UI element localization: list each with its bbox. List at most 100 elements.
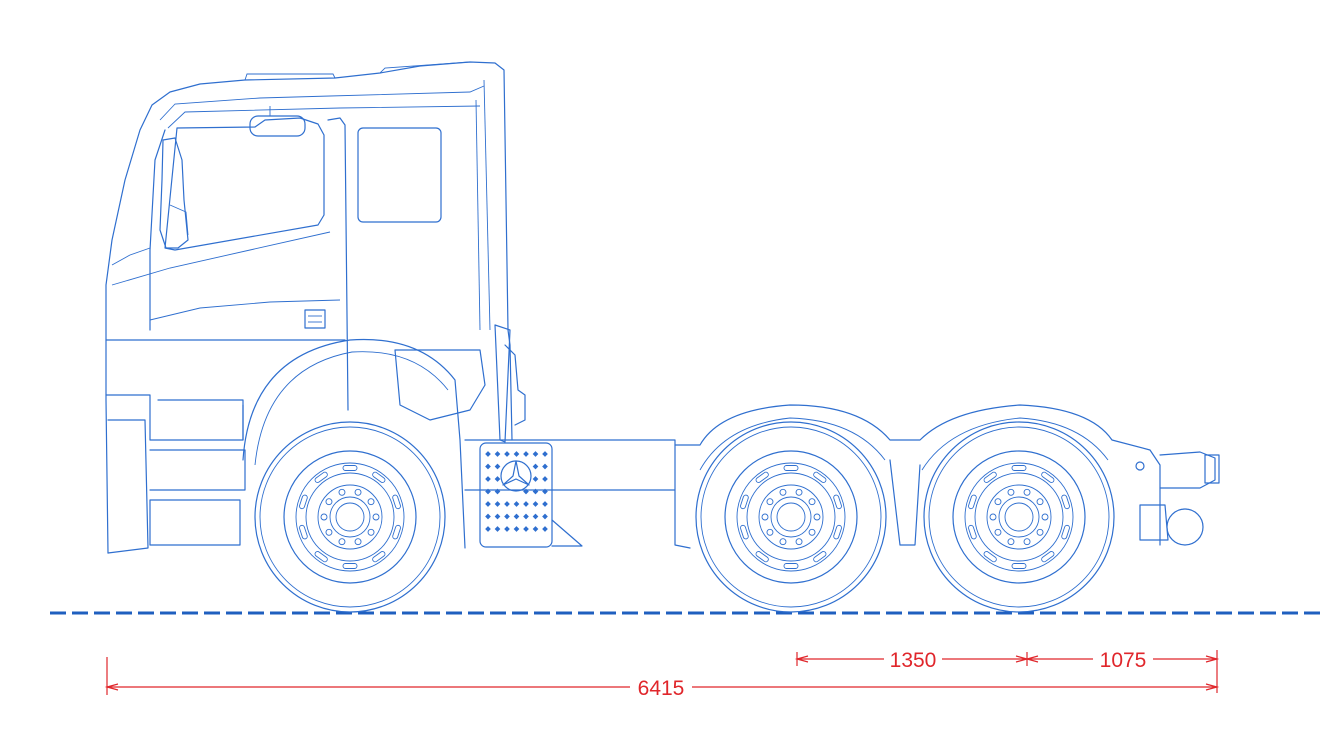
dim-rear-overhang: 1075	[1100, 649, 1147, 672]
vent-dot	[485, 526, 491, 532]
vent-dot	[485, 488, 491, 495]
chassis	[464, 404, 1220, 549]
star-logo-icon	[500, 460, 532, 492]
wheel-stud	[320, 513, 328, 521]
tail-lamp-lens	[1204, 454, 1220, 484]
wheel-ring	[305, 472, 395, 562]
vent-dot	[542, 488, 548, 495]
wheel-stud	[994, 498, 1002, 506]
wheel-stud	[372, 513, 380, 521]
wheel-slot	[983, 551, 997, 563]
vent-dot	[542, 476, 548, 482]
wheel-stud	[779, 538, 787, 546]
wheel-slot	[342, 563, 358, 569]
front-panel	[105, 394, 244, 441]
wheel-slot	[314, 471, 328, 483]
windshield-lower	[111, 247, 151, 266]
arrow-1075-left	[1024, 655, 1039, 663]
wheel-slot	[755, 471, 769, 483]
wheel-stud	[1023, 488, 1031, 496]
vent-dot	[513, 513, 520, 520]
wheel-slot	[392, 494, 401, 510]
wheel-slot	[299, 524, 308, 540]
vent-dot	[532, 463, 539, 470]
vent-dot	[494, 451, 501, 457]
wheel-slot	[755, 551, 769, 563]
wheel-ring	[770, 496, 812, 538]
wheel-stud	[367, 528, 375, 536]
wheel-ring	[776, 502, 806, 532]
wheel-stud	[1007, 538, 1015, 546]
wheel-slot	[342, 465, 358, 471]
wheel-ring	[928, 426, 1110, 608]
wheel-stud	[1036, 498, 1044, 506]
chassis-frame-front	[464, 439, 676, 491]
vent-dot	[494, 476, 501, 482]
arrow-overall-left	[104, 683, 119, 691]
vent-dot	[494, 501, 501, 507]
vent-dot	[494, 463, 501, 470]
wheel-slot	[833, 494, 842, 510]
vent-dot	[485, 476, 491, 482]
wheel-ring	[986, 484, 1052, 550]
chassis-frame-rear	[674, 404, 1161, 546]
wheel-slot	[1011, 563, 1027, 569]
vent-dot	[494, 488, 501, 495]
wheel-ring	[974, 472, 1064, 562]
vent-dot	[532, 513, 539, 520]
vent-dot	[532, 488, 539, 495]
front-arch-inner	[254, 351, 449, 466]
vent-dot	[494, 526, 501, 532]
wheel-ring	[254, 421, 446, 613]
wheel-slot	[1041, 551, 1055, 563]
vent-dot	[485, 513, 491, 520]
wheel-ring	[700, 426, 882, 608]
wheel-2	[695, 421, 887, 613]
wheel-stud	[761, 513, 769, 521]
vent-dot	[513, 451, 520, 457]
vent-dot	[485, 463, 491, 470]
vent-dot	[523, 526, 529, 532]
vent-dot	[513, 501, 520, 507]
wheel-stud	[367, 498, 375, 506]
vent-dot	[513, 526, 520, 532]
arrow-overall-right	[1205, 683, 1220, 691]
roof-inner-line	[159, 85, 485, 121]
wheel-stud	[338, 538, 346, 546]
wheels	[254, 421, 1115, 613]
rear-pillar-inner	[475, 99, 481, 331]
wheel-ring	[923, 421, 1115, 613]
wheel-ring	[952, 450, 1086, 584]
vent-dot	[494, 513, 501, 520]
arrow-1350-left	[794, 655, 809, 663]
vent-dot	[485, 451, 491, 457]
vent-dot	[504, 451, 510, 457]
vent-dot	[542, 526, 548, 532]
vent-dots	[485, 451, 548, 532]
camera-pod	[249, 115, 306, 137]
rear-pillar	[483, 79, 491, 331]
vent-dot	[542, 451, 548, 457]
roof-cap	[244, 73, 336, 81]
vent-dot	[523, 513, 529, 520]
cab-outline	[105, 61, 513, 554]
wheel-stud	[1007, 488, 1015, 496]
door-handle	[304, 309, 326, 329]
rear-arch-2-inner	[921, 417, 1109, 471]
wheel-slot	[372, 471, 386, 483]
wheel-stud	[354, 488, 362, 496]
wheel-ring	[317, 484, 383, 550]
wheel-slot	[740, 494, 749, 510]
wheel-3	[923, 421, 1115, 613]
wheel-stud	[766, 528, 774, 536]
wheel-slot	[983, 471, 997, 483]
wheel-stud	[795, 488, 803, 496]
wheel-stud	[989, 513, 997, 521]
wheel-stud	[325, 498, 333, 506]
tool-box-panel	[479, 442, 553, 548]
wheel-ring	[724, 450, 858, 584]
vent-dot	[532, 526, 539, 532]
a-pillar	[149, 129, 166, 331]
tool-box-step	[551, 519, 583, 547]
wheel-slot	[392, 524, 401, 540]
